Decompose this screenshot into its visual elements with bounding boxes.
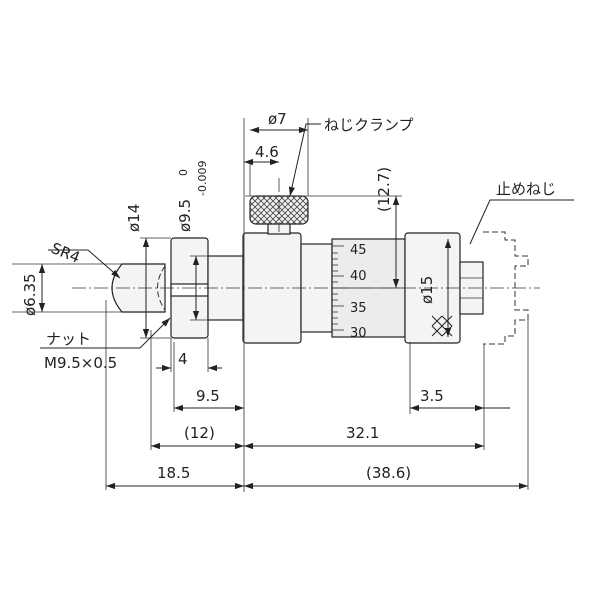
leader-lines — [40, 123, 574, 349]
scale-number: 40 — [350, 269, 367, 284]
micrometer-body — [111, 195, 529, 345]
clamp-offset-label: 4.6 — [255, 143, 279, 161]
stem-tol-lower: -0.009 — [196, 161, 209, 196]
thimble-dia-label: ø15 — [418, 276, 436, 304]
clamp-leader — [288, 123, 321, 197]
nut-leader — [40, 317, 171, 349]
nut-label: ナット — [46, 330, 91, 348]
tip-radius-leader — [48, 249, 121, 279]
nut-slot — [170, 283, 209, 297]
nut-thread-label: M9.5×0.5 — [44, 354, 117, 372]
set-screw-leader — [469, 199, 574, 245]
total-rear-label: (38.6) — [366, 464, 411, 482]
thimble-graduation-ticks — [332, 245, 344, 331]
stem-dia-label: ø9.5 — [176, 199, 194, 232]
scale-number: 35 — [350, 301, 367, 316]
nut-width-label: 4 — [178, 350, 188, 368]
scale-number: 30 — [350, 326, 367, 341]
stem-tol-upper: 0 — [177, 169, 190, 176]
set-screw-len-label: 3.5 — [420, 387, 444, 405]
clamp-height-label: (12.7) — [375, 167, 393, 212]
rear-length-label: 32.1 — [346, 424, 379, 442]
dimension-texts: ø7 4.6 (12.7) ø14 ø9.5 0 -0.009 ø6.35 SR… — [21, 110, 444, 482]
clamp-dia-label: ø7 — [268, 110, 287, 128]
tip-radius-label: SR4 — [49, 239, 83, 267]
nut-dia-label: ø14 — [125, 204, 143, 232]
spindle-hidden-edge — [157, 265, 166, 311]
dimension-lines — [38, 126, 528, 490]
stem-length-label: 9.5 — [196, 387, 220, 405]
part-labels: ねじクランプ 止めねじ ナット M9.5×0.5 — [44, 116, 556, 372]
thimble-scale-numbers: 45 40 35 30 — [350, 243, 367, 341]
spindle-dia-label: ø6.35 — [21, 273, 39, 316]
set-screw-label: 止めねじ — [496, 180, 556, 198]
tip-to-stem-label: 18.5 — [157, 464, 190, 482]
scale-number: 45 — [350, 243, 367, 258]
screw-clamp-label: ねじクランプ — [324, 116, 414, 134]
front-length-label: (12) — [184, 424, 215, 442]
